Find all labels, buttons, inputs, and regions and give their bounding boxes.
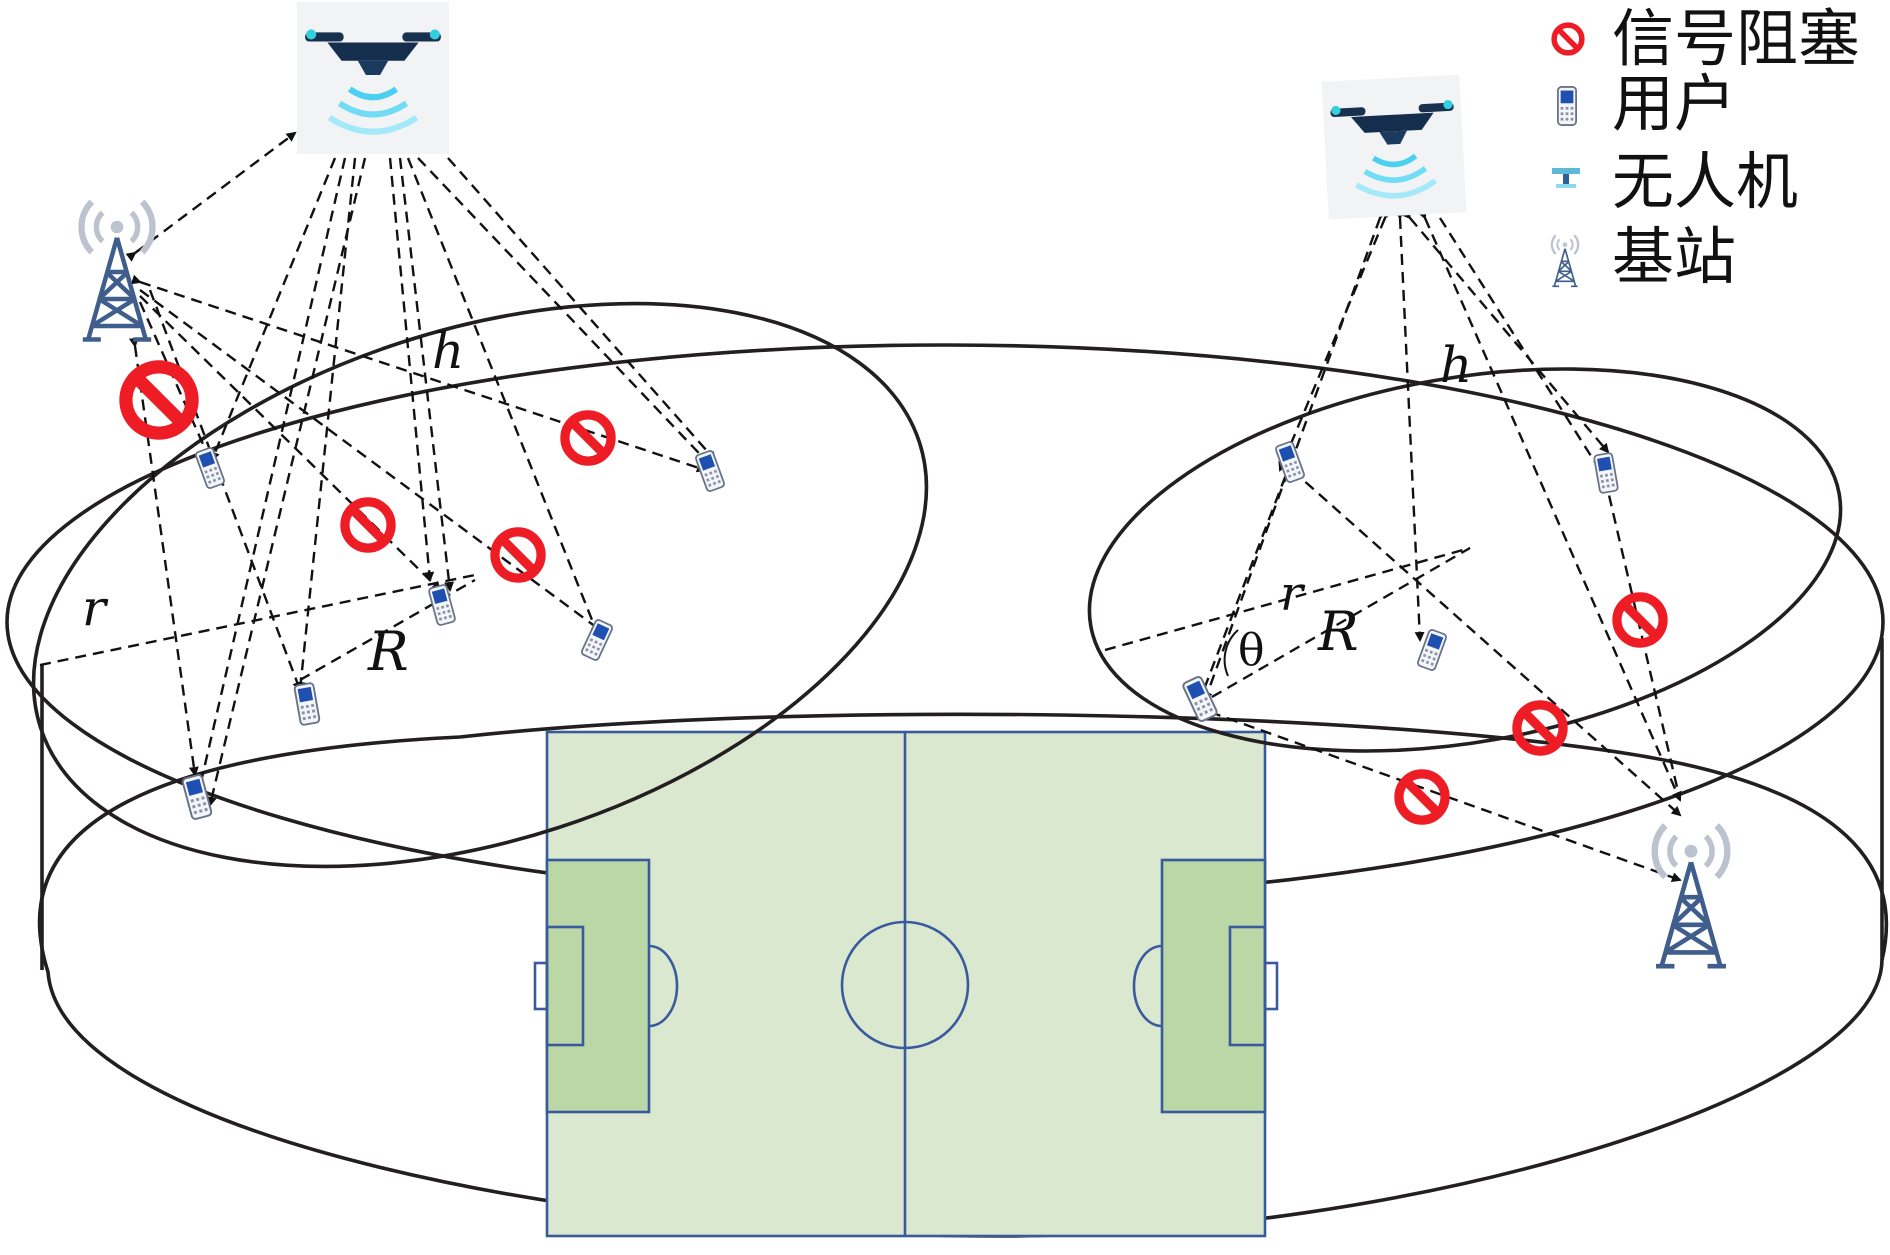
left-cell-links xyxy=(125,131,717,807)
user-phone-icon xyxy=(693,448,727,494)
angle-arc xyxy=(1223,629,1239,677)
left-radius-line xyxy=(39,573,476,667)
right-height-label: h xyxy=(1440,336,1472,394)
right-goal xyxy=(1263,961,1279,1011)
right-large-radius-label: R xyxy=(1317,600,1359,663)
left-penalty-area xyxy=(545,858,651,1114)
right-penalty-area xyxy=(1160,858,1267,1114)
left-penalty-arc xyxy=(648,944,679,1028)
right-base-station-icon xyxy=(1655,825,1728,966)
no-signal-icon xyxy=(1399,774,1445,820)
left-drone-icon xyxy=(297,2,449,154)
user-phone-icon xyxy=(193,445,227,491)
legend-base-station-icon xyxy=(1550,233,1580,288)
no-signal-icon xyxy=(565,415,611,461)
center-circle xyxy=(840,920,970,1050)
user-phone-icon xyxy=(1592,451,1620,495)
left-base-station-icon xyxy=(82,202,153,340)
legend-drone-icon xyxy=(1552,168,1580,188)
legend: 信号阻塞 用户 无人机 基站 xyxy=(1550,2,1860,293)
left-large-radius-label: R xyxy=(367,620,409,683)
legend-label-blocked: 信号阻塞 xyxy=(1612,2,1860,75)
user-phone-icon xyxy=(1415,627,1449,673)
left-goal xyxy=(533,961,549,1011)
right-angle-label: θ xyxy=(1238,625,1265,676)
user-phone-icon xyxy=(579,617,615,663)
right-drone-icon xyxy=(1321,74,1466,219)
user-phone-icon xyxy=(293,681,321,727)
football-pitch xyxy=(533,730,1279,1238)
no-signal-icon xyxy=(126,367,192,433)
legend-no-signal-icon xyxy=(1554,25,1582,53)
user-phone-icon xyxy=(427,583,457,627)
right-small-radius-label: r xyxy=(1280,566,1306,622)
no-signal-icon xyxy=(1617,597,1663,643)
user-phone-icon xyxy=(1181,674,1219,724)
no-signal-icon xyxy=(495,532,541,578)
user-phone-icon xyxy=(180,773,214,821)
user-phone-icon xyxy=(1273,439,1307,485)
left-small-radius-label: r xyxy=(82,579,109,637)
right-penalty-arc xyxy=(1132,944,1163,1028)
legend-label-base-station: 基站 xyxy=(1612,220,1736,293)
legend-user-phone-icon xyxy=(1556,86,1578,126)
legend-label-user: 用户 xyxy=(1612,67,1736,140)
left-height-label: h xyxy=(432,322,464,380)
no-signal-icon xyxy=(345,502,391,548)
legend-label-drone: 无人机 xyxy=(1612,145,1798,218)
